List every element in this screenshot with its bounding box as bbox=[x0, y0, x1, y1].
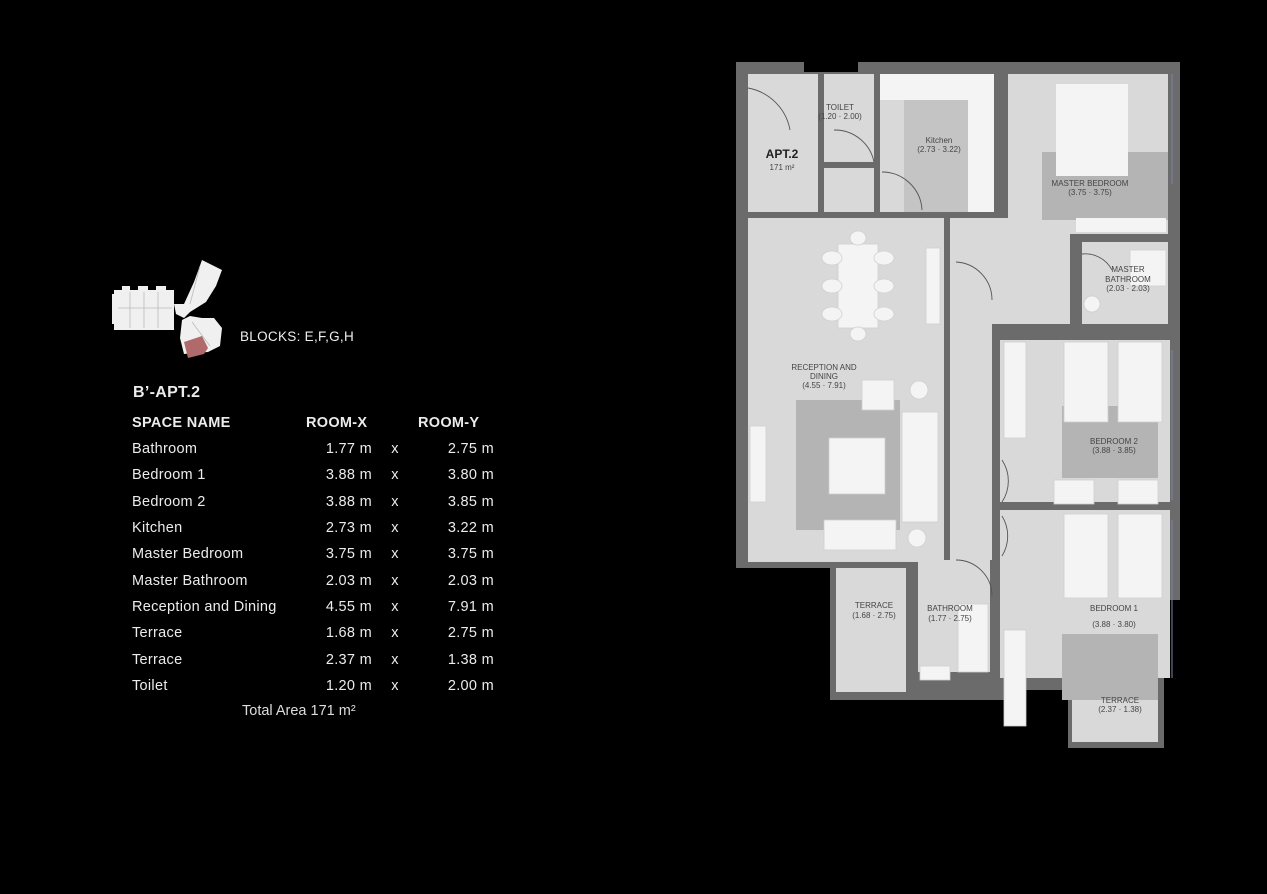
bedroom1-dims: (3.88 · 3.80) bbox=[1092, 620, 1136, 629]
dimension-separator: x bbox=[391, 625, 399, 642]
bathroom-label: BATHROOM bbox=[927, 604, 973, 613]
dimension-separator: x bbox=[391, 572, 399, 589]
hall-floor bbox=[950, 218, 1070, 324]
room-y: 2.75 m bbox=[447, 441, 494, 458]
room-schedule-table: SPACE NAME ROOM-X ROOM-Y Bathroom 1.77 m x… bbox=[128, 410, 498, 699]
terrace-a-floor bbox=[836, 568, 906, 692]
bedroom2-label: BEDROOM 2 bbox=[1090, 437, 1139, 446]
room-y: 2.03 m bbox=[447, 572, 494, 589]
floor-plan-drawing: APT.2 171 m² TOILET (1.20 · 2.00) Kitche… bbox=[736, 60, 1180, 748]
room-x: 2.03 m bbox=[325, 572, 372, 589]
room-name: Reception and Dining bbox=[132, 598, 277, 615]
dimension-separator: x bbox=[391, 520, 399, 537]
room-x: 3.88 m bbox=[325, 493, 372, 510]
room-x: 1.20 m bbox=[325, 677, 372, 694]
bedroom2-dims: (3.88 · 3.85) bbox=[1092, 446, 1136, 455]
dimension-separator: x bbox=[391, 467, 399, 484]
master-bathroom-label-2: BATHROOM bbox=[1105, 275, 1151, 284]
table-row: Bedroom 2 3.88 m x 3.85 m bbox=[128, 489, 498, 515]
corridor-floor bbox=[950, 310, 992, 560]
dimension-separator: x bbox=[391, 546, 399, 563]
room-x: 3.75 m bbox=[325, 546, 372, 563]
dimension-separator: x bbox=[391, 651, 399, 668]
apartment-title: B’-APT.2 bbox=[133, 384, 201, 401]
toilet-dims: (1.20 · 2.00) bbox=[818, 112, 862, 121]
kitchen-dims: (2.73 · 3.22) bbox=[917, 145, 961, 154]
table-row: Bathroom 1.77 m x 2.75 m bbox=[128, 436, 498, 462]
terrace-b-label: TERRACE bbox=[1101, 696, 1139, 705]
column-header-room-x: ROOM-X bbox=[306, 415, 368, 431]
room-name: Terrace bbox=[132, 651, 183, 668]
terrace-b-dims: (2.37 · 1.38) bbox=[1098, 705, 1142, 714]
room-y: 1.38 m bbox=[447, 651, 494, 668]
room-y: 3.75 m bbox=[447, 546, 494, 563]
highlighted-unit bbox=[184, 336, 208, 358]
dimension-separator: x bbox=[391, 677, 399, 694]
room-x: 4.55 m bbox=[325, 598, 372, 615]
room-x: 3.88 m bbox=[325, 467, 372, 484]
room-y: 2.00 m bbox=[447, 677, 494, 694]
toilet-label: TOILET bbox=[826, 103, 854, 112]
table-row: Master Bedroom 3.75 m x 3.75 m bbox=[128, 541, 498, 567]
table-row: Kitchen 2.73 m x 3.22 m bbox=[128, 515, 498, 541]
kitchen-label: Kitchen bbox=[926, 136, 953, 145]
bathroom-dims: (1.77 · 2.75) bbox=[928, 614, 972, 623]
total-area: Total Area 171 m² bbox=[242, 703, 356, 719]
dimension-separator: x bbox=[391, 493, 399, 510]
table-header-row: SPACE NAME ROOM-X ROOM-Y bbox=[128, 410, 498, 436]
room-y: 7.91 m bbox=[447, 598, 494, 615]
room-name: Master Bathroom bbox=[132, 572, 248, 589]
master-bathroom-label-1: MASTER bbox=[1111, 265, 1145, 274]
entry-floor bbox=[748, 74, 818, 212]
room-x: 1.77 m bbox=[325, 441, 372, 458]
room-y: 3.80 m bbox=[447, 467, 494, 484]
toilet-lobby-floor bbox=[824, 168, 874, 212]
room-name: Bathroom bbox=[132, 441, 198, 458]
dimension-separator: x bbox=[391, 598, 399, 615]
key-plan-map bbox=[110, 256, 226, 364]
column-header-room-y: ROOM-Y bbox=[418, 415, 480, 431]
room-x: 2.37 m bbox=[325, 651, 372, 668]
master-bathroom-dims: (2.03 · 2.03) bbox=[1106, 284, 1150, 293]
bedroom1-label: BEDROOM 1 bbox=[1090, 604, 1139, 613]
table-row: Master Bathroom 2.03 m x 2.03 m bbox=[128, 567, 498, 593]
room-y: 2.75 m bbox=[447, 625, 494, 642]
table-row: Terrace 1.68 m x 2.75 m bbox=[128, 620, 498, 646]
dimension-separator: x bbox=[391, 441, 399, 458]
room-name: Bedroom 2 bbox=[132, 493, 206, 510]
reception-dims: (4.55 · 7.91) bbox=[802, 381, 846, 390]
room-y: 3.22 m bbox=[447, 520, 494, 537]
floor-plan: APT.2 171 m² TOILET (1.20 · 2.00) Kitche… bbox=[734, 60, 1184, 750]
master-bedroom-label: MASTER BEDROOM bbox=[1052, 179, 1129, 188]
room-name: Bedroom 1 bbox=[132, 467, 206, 484]
reception-label-2: DINING bbox=[810, 372, 838, 381]
master-bed bbox=[1056, 84, 1128, 176]
building-blocks-icon bbox=[112, 260, 222, 358]
room-y: 3.85 m bbox=[447, 493, 494, 510]
table-row: Toilet 1.20 m x 2.00 m bbox=[128, 673, 498, 699]
room-name: Master Bedroom bbox=[132, 546, 244, 563]
apt-area: 171 m² bbox=[770, 163, 795, 172]
room-name: Kitchen bbox=[132, 520, 183, 537]
room-name: Terrace bbox=[132, 625, 183, 642]
master-bedroom-dims: (3.75 · 3.75) bbox=[1068, 188, 1112, 197]
table-row: Terrace 2.37 m x 1.38 m bbox=[128, 646, 498, 672]
reception-label-1: RECEPTION AND bbox=[791, 363, 857, 372]
terrace-a-dims: (1.68 · 2.75) bbox=[852, 611, 896, 620]
column-header-space-name: SPACE NAME bbox=[132, 415, 231, 431]
blocks-label: BLOCKS: E,F,G,H bbox=[240, 329, 355, 344]
room-x: 2.73 m bbox=[325, 520, 372, 537]
apt-label: APT.2 bbox=[766, 147, 799, 161]
column-header-separator bbox=[376, 410, 414, 436]
room-x: 1.68 m bbox=[325, 625, 372, 642]
terrace-a-label: TERRACE bbox=[855, 601, 893, 610]
table-row: Reception and Dining 4.55 m x 7.91 m bbox=[128, 594, 498, 620]
toilet-floor bbox=[824, 74, 874, 162]
room-name: Toilet bbox=[132, 677, 168, 694]
table-row: Bedroom 1 3.88 m x 3.80 m bbox=[128, 462, 498, 488]
